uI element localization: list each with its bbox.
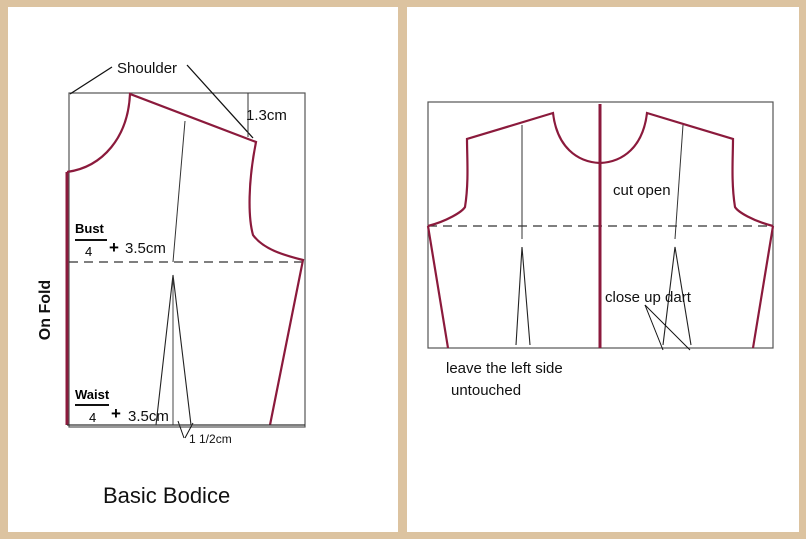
left-side-seam (426, 225, 450, 349)
waist-dart (155, 274, 192, 426)
bust-ease: 3.5cm (125, 240, 166, 257)
waist-label: Waist (75, 387, 110, 402)
leave-left-label-2: untouched (451, 382, 522, 399)
right-guide-line (674, 124, 684, 240)
right-side-seam (751, 225, 775, 349)
cut-open-panel: cut open close up dart leave the left si… (407, 7, 799, 532)
bust-divisor: 4 (85, 244, 93, 259)
leave-left-label-1: leave the left side (446, 360, 563, 377)
cut-open-drawing (426, 101, 775, 351)
bust-plus: + (109, 238, 119, 257)
waist-ease: 3.5cm (128, 408, 169, 425)
bodice-outline-wide (427, 111, 774, 228)
basic-bodice-drawing (65, 64, 306, 439)
dart-leader-1 (177, 420, 185, 439)
bust-label: Bust (75, 221, 104, 236)
cut-open-label: cut open (613, 182, 671, 199)
right-dart (662, 246, 692, 346)
waist-divisor: 4 (89, 410, 97, 425)
shoulder-label: Shoulder (117, 60, 178, 77)
shoulder-drop-label: 1.3cm (246, 107, 287, 124)
dart-leader-a (644, 304, 664, 351)
shoulder-leader-left (69, 66, 113, 95)
waist-plus: + (111, 404, 121, 423)
shoulder-leader-right (186, 64, 254, 139)
left-dart (515, 246, 531, 346)
shoulder-guide-line (172, 120, 186, 263)
on-fold-label: On Fold (37, 279, 54, 341)
dart-leader-b (644, 304, 691, 351)
block-frame (68, 92, 306, 428)
bust-fraction-bar (75, 239, 107, 241)
close-dart-label: close up dart (605, 289, 691, 306)
panel-title: Basic Bodice (103, 483, 231, 508)
basic-bodice-panel: Shoulder 1.3cm Bust 4 + 3.5cm On Fold Wa… (8, 7, 398, 532)
dart-width-label: 1 1/2cm (189, 432, 232, 446)
bodice-outline (66, 92, 305, 426)
waist-fraction-bar (75, 404, 109, 406)
